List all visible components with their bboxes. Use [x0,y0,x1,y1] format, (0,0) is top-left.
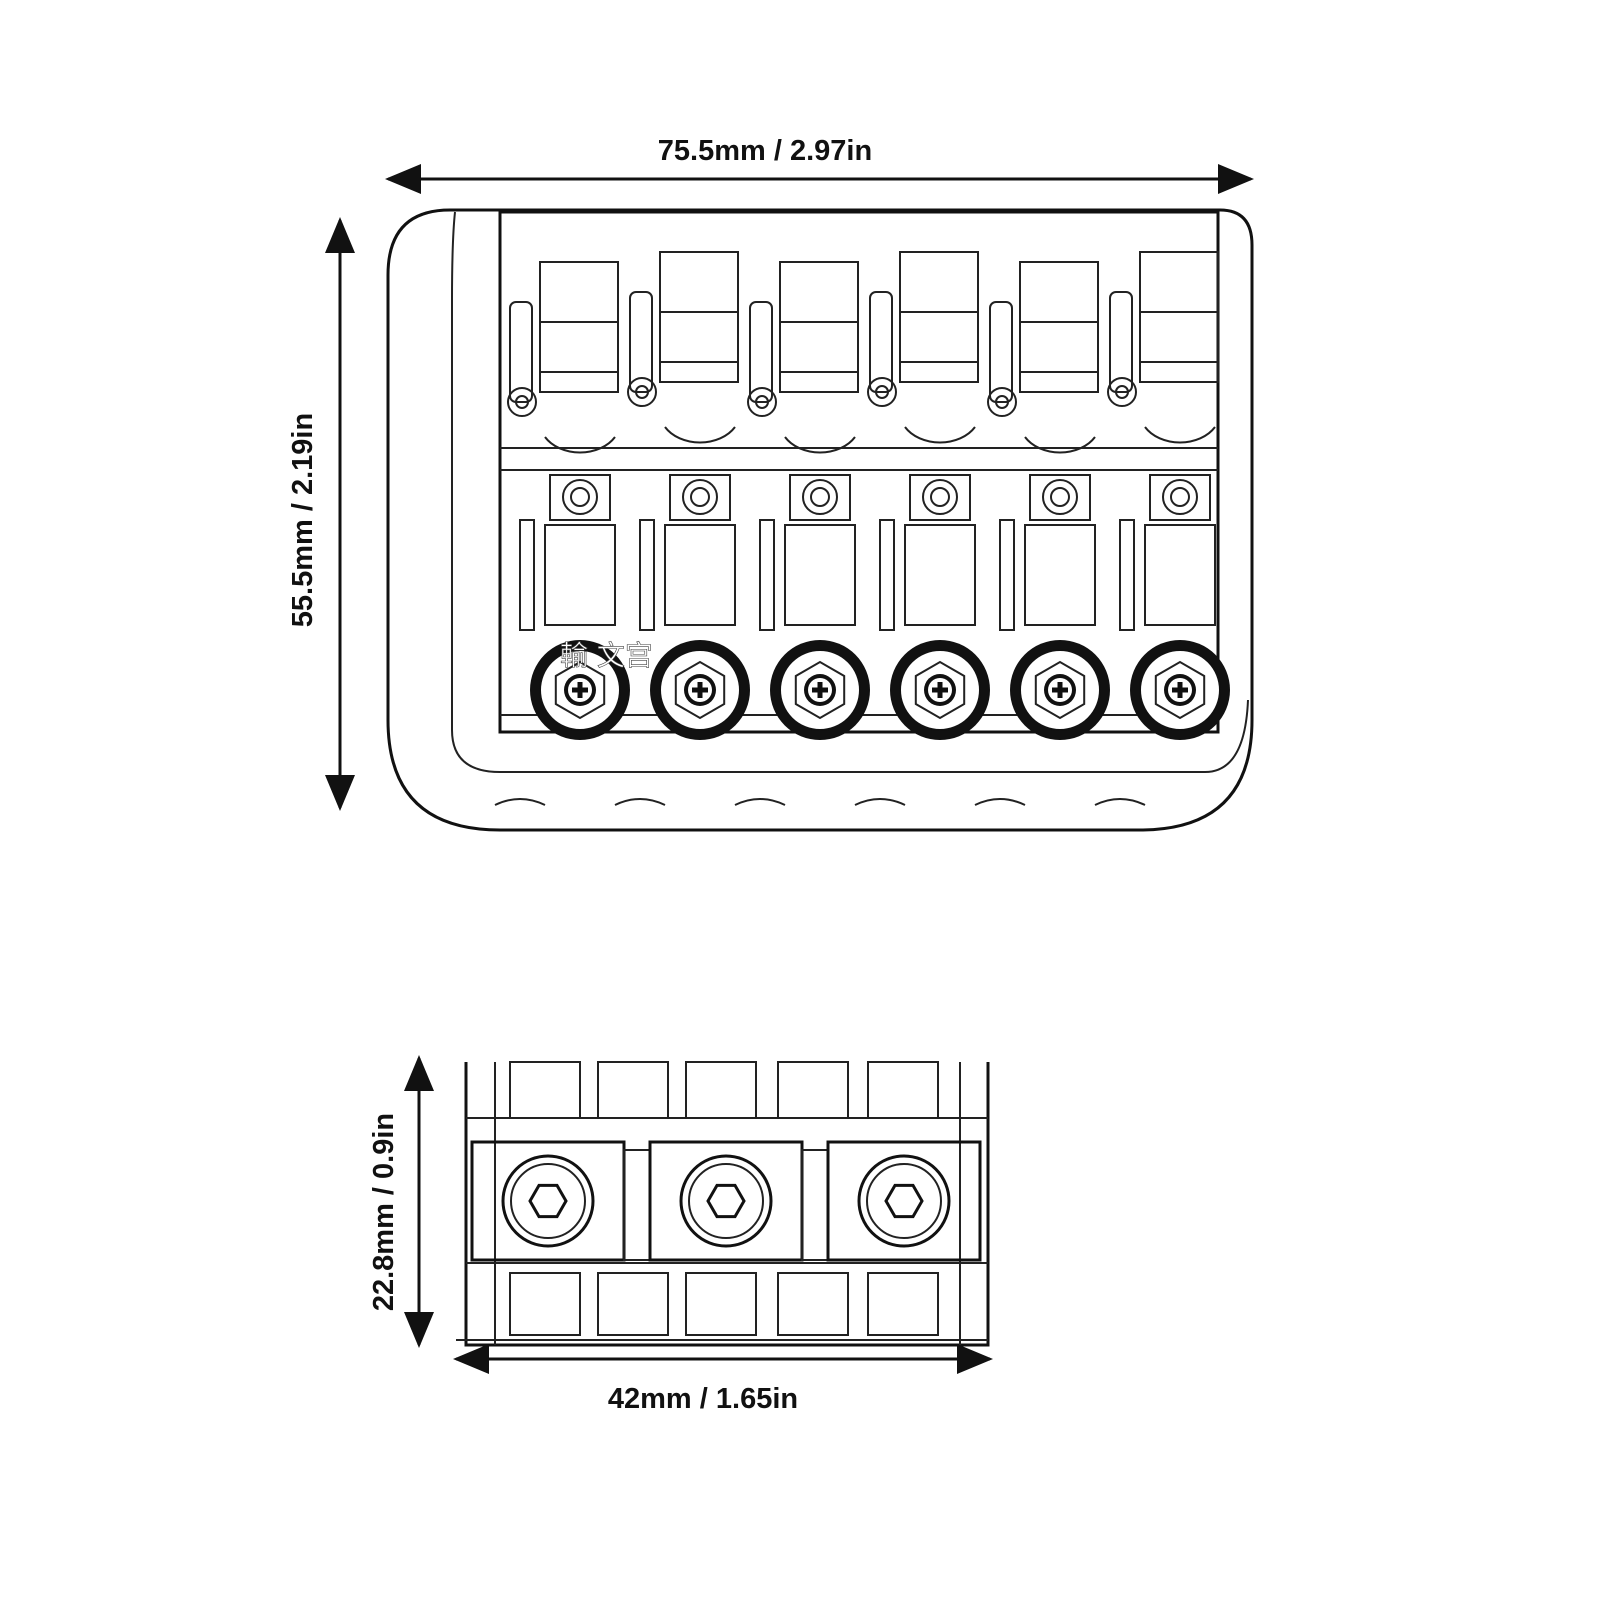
top-view: 75.5mm / 2.97in 55.5mm / 2.19in 輸 文宫 [287,135,1254,832]
hex-head-icon [674,660,726,720]
saddle-4 [867,251,990,740]
side-body-outline [464,1062,990,1347]
side-top-saddle [867,1061,939,1119]
side-top-saddle [597,1061,669,1119]
base-string-holes [494,798,1146,806]
side-bottom-saddle [685,1272,757,1336]
side-view: 22.8mm / 0.9in 42mm / 1.65in [368,1055,993,1415]
side-top-saddle [685,1061,757,1119]
side-top-saddle [777,1061,849,1119]
top-width-label: 75.5mm / 2.97in [658,135,872,167]
side-height-label: 22.8mm / 0.9in [368,1113,400,1311]
hex-head-icon [554,660,606,720]
side-top-saddle-row [509,1061,939,1119]
saddle-3 [747,261,870,740]
bridge-base-inner-edge [451,211,1249,773]
side-block-1 [470,1140,651,1262]
bridge-base-plate [386,208,1254,832]
phillips-cross-icon [812,682,828,698]
side-top-saddle [509,1061,581,1119]
saddle-1 [507,261,630,740]
hex-socket-icon [884,1183,924,1219]
hex-head-icon [914,660,966,720]
side-bottom-saddle [509,1272,581,1336]
side-block-row [470,1140,982,1262]
hex-head-icon [1154,660,1206,720]
saddle-5 [987,261,1110,740]
side-bottom-saddle-row [509,1272,939,1336]
watermark-text: 輸 文宫 [560,639,653,672]
saddle-6 [1107,251,1230,740]
hex-head-icon [794,660,846,720]
side-block-2 [648,1140,829,1262]
phillips-cross-icon [932,682,948,698]
side-bottom-saddle [777,1272,849,1336]
hex-head-icon [1034,660,1086,720]
hex-socket-icon [528,1183,568,1219]
phillips-cross-icon [1052,682,1068,698]
hex-socket-icon [706,1183,746,1219]
side-width-label: 42mm / 1.65in [608,1383,798,1415]
side-block-3 [826,1140,982,1262]
top-height-label: 55.5mm / 2.19in [287,413,319,627]
saddle-2 [627,251,750,740]
phillips-cross-icon [1172,682,1188,698]
saddle-row [507,251,1230,740]
phillips-cross-icon [572,682,588,698]
side-bottom-saddle [867,1272,939,1336]
saddle-frame [498,210,1220,734]
phillips-cross-icon [692,682,708,698]
side-bottom-saddle [597,1272,669,1336]
